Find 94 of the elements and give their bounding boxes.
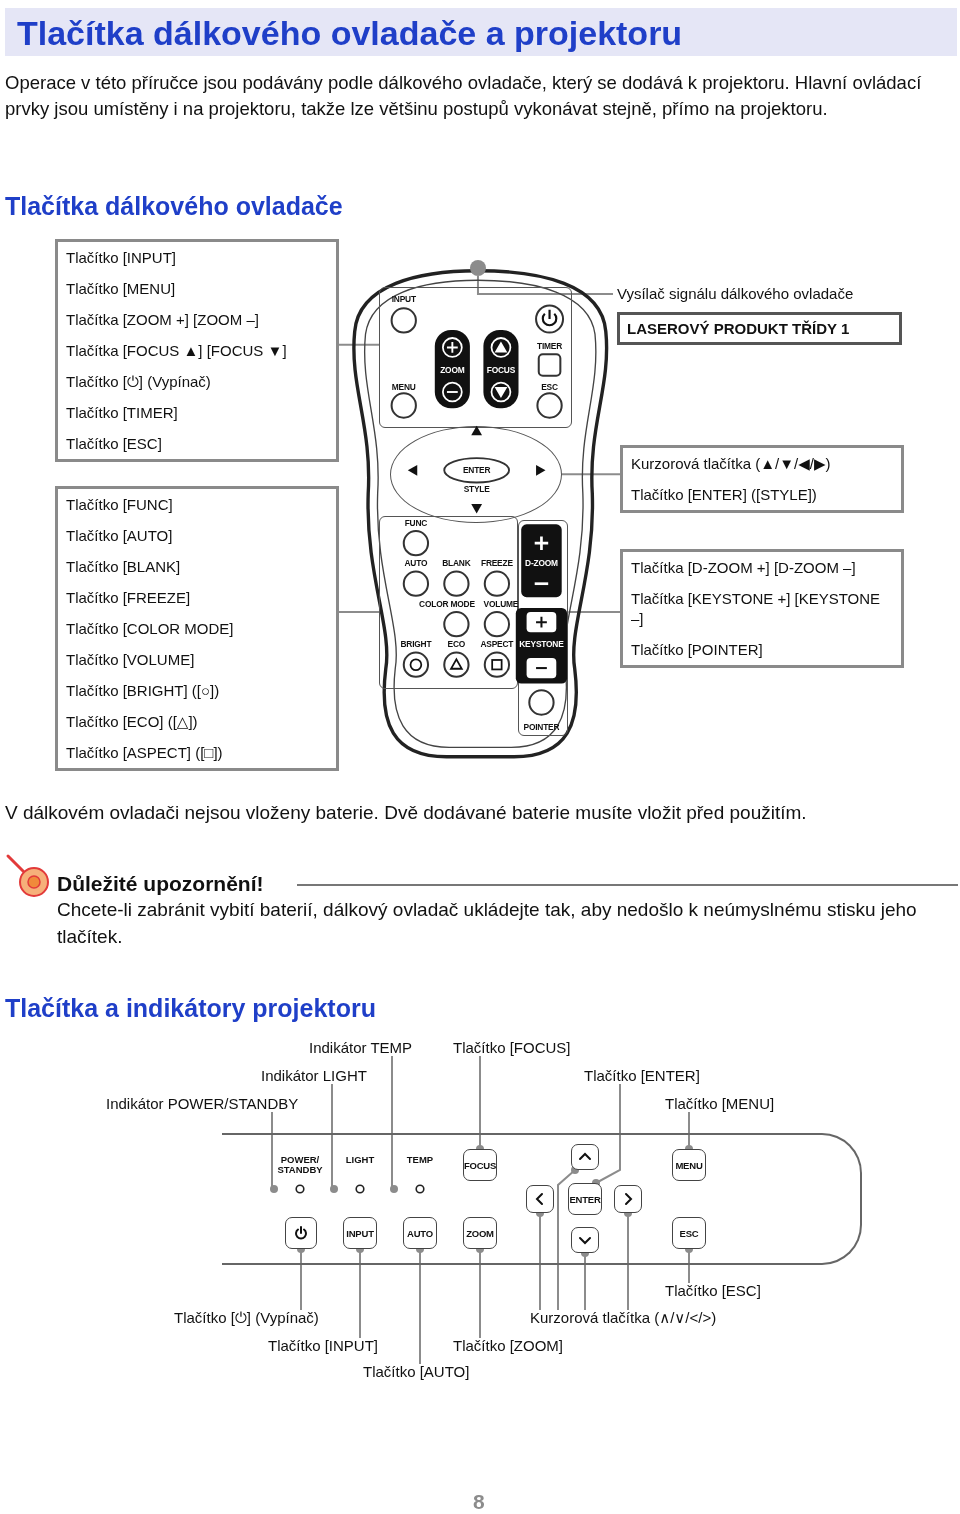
button-label: BLANK — [442, 558, 471, 569]
button-label: ESC — [541, 381, 558, 392]
leader-line — [476, 274, 614, 295]
button-label: FREEZE — [480, 558, 513, 569]
leader-line — [338, 343, 381, 346]
indicator-label: TEMP — [405, 1155, 435, 1165]
button-label: STYLE — [463, 484, 490, 495]
callout-text: Tlačítka [KEYSTONE +] [KEYSTONE –] — [631, 588, 882, 629]
callout-text: Tlačítko [ASPECT] ([□]) — [66, 742, 224, 763]
button-label: COLOR MODE — [419, 598, 475, 609]
callout-text: Tlačítko [INPUT] — [66, 247, 178, 268]
callout-text: Tlačítko [BLANK] — [66, 556, 182, 577]
callout-text: Tlačítko [POINTER] — [631, 639, 764, 660]
button-label: FUNC — [404, 517, 428, 528]
panel-button: FOCUS — [463, 1149, 497, 1181]
callout-text: Indikátor TEMP — [309, 1040, 413, 1056]
button-group — [379, 286, 573, 429]
callout-text: Tlačítko [ESC] — [66, 433, 163, 454]
panel-button: MENU — [672, 1149, 706, 1181]
button-label: KEYSTONE — [519, 639, 564, 650]
intro-paragraph: Operace v této příručce jsou podávány podle dálkového ovladače, který se dodává k projektoru. Hlavní ovládací prvky jsou umístěny i na projektoru, takže lze většinu postupů vykonávat stejně, přímo na projektoru. — [5, 71, 923, 121]
callout-text: Tlačítko [TIMER] — [66, 402, 179, 423]
panel-button — [285, 1217, 317, 1249]
panel-button — [526, 1185, 554, 1213]
callout-text: Vysílač signálu dálkového ovladače — [617, 286, 854, 302]
panel-button: ESC — [672, 1217, 706, 1249]
callout-text: Tlačítko [ECO] ([△]) — [66, 711, 199, 732]
callout-text: Tlačítko [MENU] — [665, 1096, 775, 1112]
callout-text: Tlačítka [ZOOM +] [ZOOM –] — [66, 309, 260, 330]
callout-text: Tlačítko [ENTER] ([STYLE]) — [631, 484, 818, 505]
page-number: 8 — [473, 1490, 485, 1514]
callout-text: Tlačítko [ENTER] — [584, 1068, 700, 1084]
callout-text: Tlačítko [ESC] — [665, 1283, 761, 1299]
callout-text: Tlačítka [FOCUS ▲] [FOCUS ▼] — [66, 340, 288, 361]
callout-frame — [55, 486, 339, 771]
panel-button — [571, 1227, 599, 1253]
leader-line — [330, 1083, 338, 1193]
button-label: AUTO — [404, 558, 428, 569]
button-label: TIMER — [537, 341, 563, 352]
button-group — [379, 516, 519, 689]
panel-button: INPUT — [343, 1217, 377, 1249]
button-label: ECO — [447, 639, 466, 650]
panel-button: ENTER — [568, 1183, 602, 1215]
signal-emitter — [469, 259, 487, 276]
section-heading: Tlačítka a indikátory projektoru — [5, 994, 376, 1023]
note-text: V dálkovém ovladači nejsou vloženy baterie. Dvě dodávané baterie musíte vložit před použitím. — [5, 802, 807, 824]
callout-text: Tlačítka [D-ZOOM +] [D-ZOOM –] — [631, 557, 857, 578]
panel-button: ZOOM — [463, 1217, 497, 1249]
callout-text: Tlačítko [AUTO] — [363, 1364, 470, 1380]
callout-text: Tlačítko [FUNC] — [66, 494, 174, 515]
leader-line — [557, 1166, 579, 1311]
leader-line — [560, 473, 621, 476]
callout-text: Tlačítko [⏻] (Vypínač) — [66, 371, 212, 392]
callout-text: Tlačítko [ZOOM] — [453, 1338, 563, 1354]
callout-frame — [620, 445, 904, 513]
warning-label: LASEROVÝ PRODUKT TŘÍDY 1 — [617, 312, 902, 345]
indicator-label: LIGHT — [344, 1155, 376, 1165]
caution-text: Chcete-li zabránit vybití baterií, dálkový ovladač ukládejte tak, aby nedošlo k neúmyslnému stisku jeho tlačítek. — [57, 898, 918, 949]
callout-text: Kurzorová tlačítka (∧/∨/</>) — [530, 1310, 717, 1326]
callout-text: Indikátor POWER/STANDBY — [106, 1096, 299, 1112]
button-label: ASPECT — [480, 639, 514, 650]
callout-text: Indikátor LIGHT — [261, 1068, 367, 1084]
caution-heading: Důležité upozornění! — [57, 872, 264, 896]
callout-text: Tlačítko [VOLUME] — [66, 649, 196, 670]
page-title: Tlačítka dálkového ovladače a projektoru — [17, 14, 683, 53]
callout-frame — [620, 549, 904, 668]
callout-text: Tlačítko [FREEZE] — [66, 587, 192, 608]
callout-text: Tlačítko [COLOR MODE] — [66, 618, 235, 639]
panel-button: AUTO — [403, 1217, 437, 1249]
callout-frame — [55, 239, 339, 462]
callout-text: Tlačítko [AUTO] — [66, 525, 174, 546]
button-label: ENTER — [462, 465, 491, 476]
projector-control-panel — [222, 1133, 862, 1265]
callout-text: Tlačítko [INPUT] — [268, 1338, 379, 1354]
button-label: INPUT — [391, 293, 416, 304]
leader-line — [270, 1111, 278, 1193]
button-group — [518, 520, 569, 737]
callout-text: Kurzorová tlačítka (▲/▼/◀/▶) — [631, 453, 832, 474]
button-label: MENU — [391, 381, 416, 392]
panel-button — [571, 1144, 599, 1170]
callout-text: Tlačítko [BRIGHT] ([○]) — [66, 680, 221, 701]
indicator-label: POWER/ STANDBY — [276, 1155, 324, 1175]
leader-line — [338, 611, 381, 614]
callout-text: Tlačítko [⏻] (Vypínač) — [174, 1310, 319, 1326]
button-label: ZOOM — [440, 365, 465, 376]
callout-text: Tlačítko [FOCUS] — [453, 1040, 571, 1056]
callout-text: Tlačítko [MENU] — [66, 278, 177, 299]
leader-line — [390, 1055, 398, 1193]
section-heading: Tlačítka dálkového ovladače — [5, 192, 343, 221]
button-label: D-ZOOM — [525, 558, 558, 569]
panel-button — [614, 1185, 642, 1213]
button-label: FOCUS — [486, 365, 516, 376]
button-label: BRIGHT — [400, 639, 432, 650]
leader-line — [567, 611, 621, 614]
